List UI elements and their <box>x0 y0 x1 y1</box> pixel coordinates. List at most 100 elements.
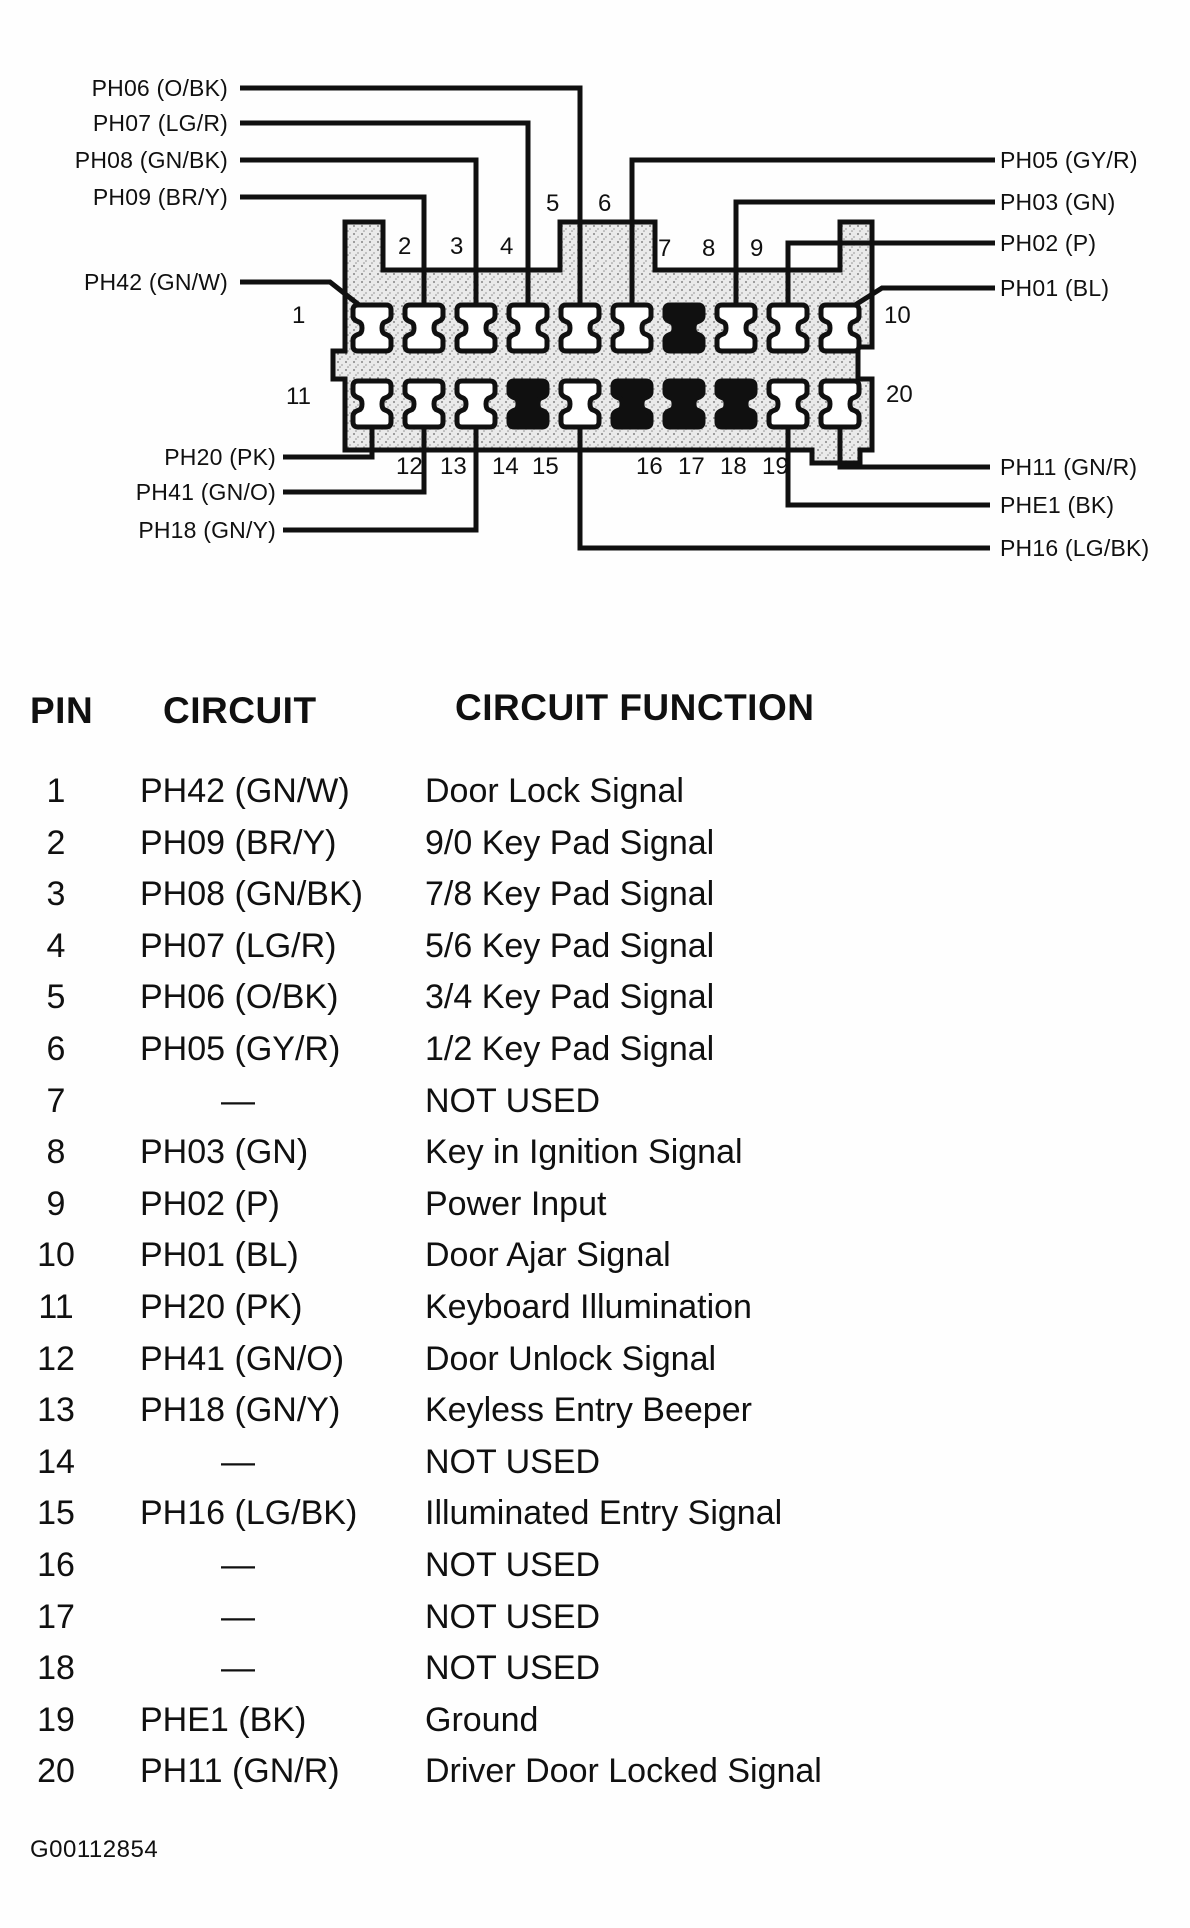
pin-number-2: 2 <box>398 233 412 260</box>
circuit-cell: PH16 (LG/BK) <box>140 1494 358 1533</box>
circuit-cell: PH03 (GN) <box>140 1133 309 1172</box>
wire-ph09 <box>240 194 427 310</box>
pin-cell: 4 <box>46 926 66 965</box>
circuit-cell: PH08 (GN/BK) <box>140 875 363 914</box>
circuit-cell: PH07 (LG/R) <box>140 926 337 965</box>
function-cell: 7/8 Key Pad Signal <box>425 875 715 914</box>
pin-number-17: 17 <box>678 453 705 480</box>
function-cell: NOT USED <box>425 1597 601 1636</box>
pin-cell: 9 <box>46 1184 66 1223</box>
pin-14 <box>506 378 550 430</box>
column-header-circuit: CIRCUIT <box>163 690 317 731</box>
table-row: 1 PH42 (GN/W) Door Lock Signal <box>0 766 1050 818</box>
wire-label-ph11: PH11 (GN/R) <box>1000 454 1138 480</box>
pin-17 <box>662 378 706 430</box>
table-row: 7—NOT USED <box>0 1076 1050 1128</box>
wire-label-ph42: PH42 (GN/W) <box>83 269 228 295</box>
pin-cell: 2 <box>46 823 66 862</box>
function-cell: Keyboard Illumination <box>425 1287 752 1326</box>
wire-ph08 <box>240 157 479 310</box>
pin-9 <box>766 302 810 354</box>
circuit-cell: PH05 (GY/R) <box>140 1029 341 1068</box>
wire-label-ph18: PH18 (GN/Y) <box>138 517 276 543</box>
pin-number-6: 6 <box>598 190 612 217</box>
pin-16 <box>610 378 654 430</box>
table-row: 18—NOT USED <box>0 1643 1050 1695</box>
wire-ph02 <box>785 240 995 310</box>
function-cell: Keyless Entry Beeper <box>425 1391 752 1430</box>
pin-3 <box>454 302 498 354</box>
pin-cell: 3 <box>46 875 66 914</box>
function-cell: NOT USED <box>425 1545 601 1584</box>
table-row: 17 — NOT USED <box>0 1592 1050 1644</box>
pin-number-12: 12 <box>396 453 423 480</box>
wire-label-ph41: PH41 (GN/O) <box>135 479 276 505</box>
pin-cell: 20 <box>37 1752 75 1791</box>
wire-label-ph16: PH16 (LG/BK) <box>1000 535 1150 561</box>
pin-number-9: 9 <box>750 235 764 262</box>
column-header-function: CIRCUIT FUNCTION <box>455 687 815 728</box>
pin-cell: 1 <box>46 772 66 810</box>
wire-label-ph03: PH03 (GN) <box>1000 189 1116 215</box>
pin-terminals <box>350 302 862 430</box>
wire-label-ph09: PH09 (BR/Y) <box>92 184 228 210</box>
function-cell: Door Lock Signal <box>425 772 684 810</box>
circuit-cell: PH11 (GN/R) <box>140 1752 340 1791</box>
pin-cell: 17 <box>37 1597 75 1636</box>
pin-number-10: 10 <box>884 302 911 329</box>
pin-cell: 11 <box>38 1287 74 1326</box>
table-row: 16—NOT USED <box>0 1540 1050 1592</box>
column-header-pin: PIN <box>30 690 94 731</box>
circuit-cell: PH06 (O/BK) <box>140 978 339 1017</box>
wire-label-ph05: PH05 (GY/R) <box>1000 147 1138 173</box>
pin-number-20: 20 <box>886 381 913 408</box>
pin-2 <box>402 302 446 354</box>
circuit-cell: PH20 (PK) <box>140 1287 303 1326</box>
wire-ph03 <box>733 199 995 310</box>
pin-15 <box>558 378 602 430</box>
pin-18 <box>714 378 758 430</box>
wire-label-ph02: PH02 (P) <box>1000 230 1097 256</box>
pin-6 <box>610 302 654 354</box>
pin-number-16: 16 <box>636 453 663 480</box>
pin-cell: 10 <box>37 1236 75 1275</box>
pin-cell: 16 <box>37 1545 75 1584</box>
wire-ph07 <box>240 120 531 310</box>
pin-8 <box>714 302 758 354</box>
function-cell: NOT USED <box>425 1442 601 1481</box>
circuit-cell: — <box>221 1597 255 1636</box>
pin-number-15: 15 <box>532 453 559 480</box>
pin-cell: 18 <box>37 1649 75 1688</box>
pin-number-5: 5 <box>546 190 560 217</box>
pin-12 <box>402 378 446 430</box>
circuit-cell: PH42 (GN/W) <box>140 772 350 810</box>
wire-phe1 <box>785 426 990 508</box>
function-cell: NOT USED <box>425 1649 601 1688</box>
function-cell: NOT USED <box>425 1081 601 1120</box>
function-cell: Door Unlock Signal <box>425 1339 717 1378</box>
function-cell: 9/0 Key Pad Signal <box>425 823 715 862</box>
connector-graphic <box>240 85 995 551</box>
pin-number-7: 7 <box>658 235 672 262</box>
table-row: 14—NOT USED <box>0 1437 1050 1489</box>
pin-20 <box>818 378 862 430</box>
pin-number-19: 19 <box>762 453 789 480</box>
wire-ph20 <box>283 426 375 460</box>
wire-label-ph06: PH06 (O/BK) <box>91 75 228 101</box>
pin-number-13: 13 <box>440 453 467 480</box>
circuit-cell: PH41 (GN/O) <box>140 1339 345 1378</box>
wire-ph18 <box>283 426 479 533</box>
function-cell: Key in Ignition Signal <box>425 1133 743 1172</box>
circuit-cell: PH18 (GN/Y) <box>140 1391 341 1430</box>
circuit-cell: PH02 (P) <box>140 1184 280 1223</box>
pin-number-14: 14 <box>492 453 519 480</box>
